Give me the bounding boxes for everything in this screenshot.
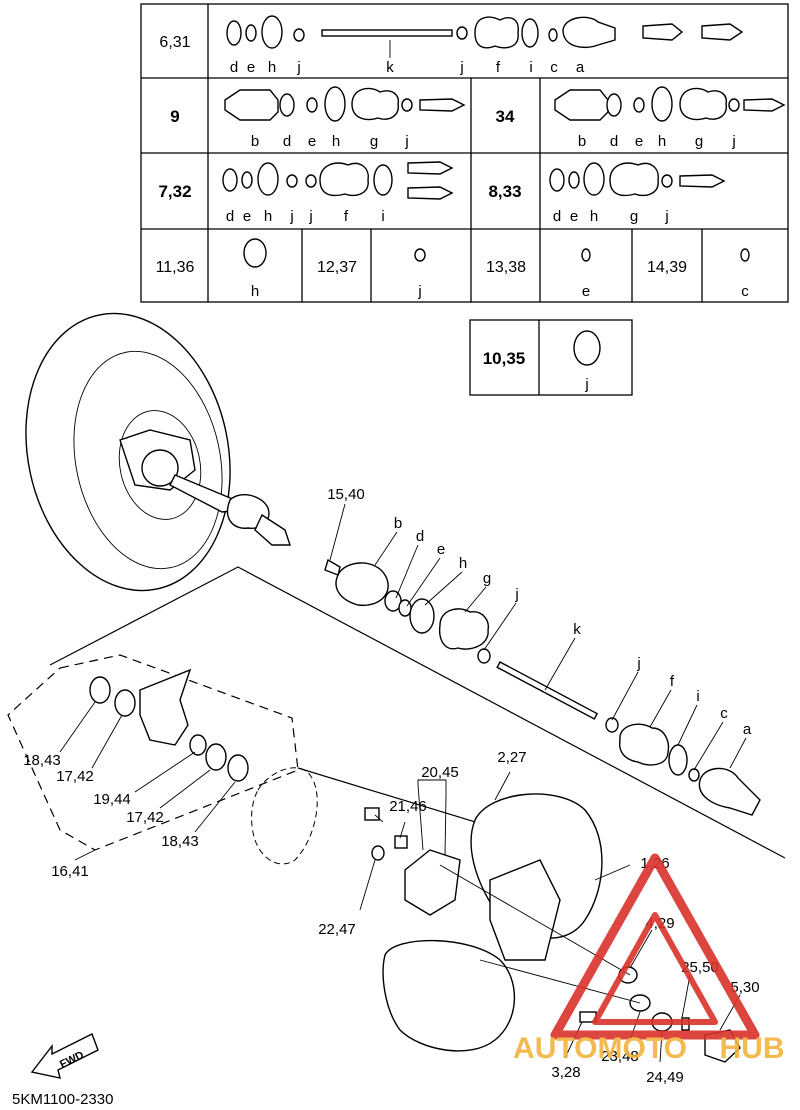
svg-text:d: d: [230, 59, 238, 76]
svg-text:d: d: [553, 208, 561, 225]
svg-text:g: g: [630, 208, 638, 225]
svg-text:j: j: [289, 208, 293, 225]
table-ref-9: 9: [170, 107, 179, 126]
callout-24-49: 24,49: [646, 1069, 684, 1086]
svg-text:h: h: [658, 133, 666, 150]
svg-text:j: j: [731, 133, 735, 150]
callout-22-47: 22,47: [318, 921, 356, 938]
svg-text:b: b: [578, 133, 586, 150]
callout-16-41: 16,41: [51, 863, 89, 880]
svg-text:h: h: [264, 208, 272, 225]
table-ref-6-31: 6,31: [159, 34, 190, 51]
callout-c: c: [720, 705, 728, 722]
callout-e: e: [437, 541, 445, 558]
svg-text:h: h: [590, 208, 598, 225]
svg-text:h: h: [268, 59, 276, 76]
callout-17-42a: 17,42: [56, 768, 94, 785]
callouts: 15,40 b d e h g j k j f i c a 18,43 17,4…: [23, 486, 759, 1086]
callout-19-44: 19,44: [93, 791, 131, 808]
svg-text:e: e: [582, 283, 590, 300]
callout-leaders: [59, 503, 747, 1063]
callout-18-43a: 18,43: [23, 752, 61, 769]
callout-f: f: [670, 673, 675, 690]
diagram-code: 5KM1100-2330: [12, 1091, 113, 1108]
svg-text:b: b: [251, 133, 259, 150]
watermark-text-left: AUTOMOTO: [513, 1032, 687, 1065]
svg-text:i: i: [529, 59, 532, 76]
callout-5-30: 5,30: [730, 979, 759, 996]
brake-disc-hub-wheel: [251, 767, 741, 1063]
callout-18-43b: 18,43: [161, 833, 199, 850]
table-ref-11-36: 11,36: [156, 259, 195, 276]
row1-letters: d e h j k j f i c a: [230, 59, 585, 76]
row1-parts: [226, 15, 744, 49]
callout-d: d: [416, 528, 424, 545]
callout-15-40: 15,40: [327, 486, 365, 503]
table-ref-12-37: 12,37: [317, 259, 357, 276]
svg-text:h: h: [251, 283, 259, 300]
svg-text:c: c: [550, 59, 558, 76]
table-ref-14-39: 14,39: [647, 259, 687, 276]
svg-text:j: j: [296, 59, 300, 76]
table-ref-7-32: 7,32: [158, 182, 191, 201]
table-ref-8-33: 8,33: [488, 182, 521, 201]
callout-23-48: 23,48: [601, 1048, 639, 1065]
watermark-text-right: HUB: [720, 1032, 785, 1065]
callout-h: h: [459, 555, 467, 572]
callout-3-28: 3,28: [551, 1064, 580, 1081]
callout-g: g: [483, 570, 491, 587]
callout-j2: j: [636, 655, 640, 672]
row3-parts: [222, 161, 726, 200]
svg-text:j: j: [664, 208, 668, 225]
svg-text:d: d: [610, 133, 618, 150]
row2-parts: [224, 86, 786, 122]
svg-text:g: g: [370, 133, 378, 150]
watermark-logo: AUTOMOTO HUB: [513, 853, 785, 1065]
callout-j1: j: [514, 586, 518, 603]
svg-text:j: j: [417, 283, 421, 300]
table-ref-34: 34: [496, 107, 515, 126]
callout-k: k: [573, 621, 581, 638]
callout-17-42b: 17,42: [126, 809, 164, 826]
svg-text:j: j: [404, 133, 408, 150]
callout-21-46: 21,46: [389, 798, 427, 815]
svg-text:c: c: [741, 283, 749, 300]
svg-text:e: e: [247, 59, 255, 76]
table-ref-13-38: 13,38: [486, 259, 526, 276]
svg-text:e: e: [243, 208, 251, 225]
drive-shaft-box: [49, 558, 786, 861]
svg-text:e: e: [308, 133, 316, 150]
callout-a: a: [743, 721, 752, 738]
svg-text:e: e: [570, 208, 578, 225]
svg-text:e: e: [635, 133, 643, 150]
row2-letters: b d e h g j b d e h g j: [251, 133, 736, 150]
callout-b: b: [394, 515, 402, 532]
svg-text:f: f: [344, 208, 349, 225]
svg-text:i: i: [381, 208, 384, 225]
left-wheel-assembly: [25, 312, 291, 592]
svg-text:f: f: [496, 59, 501, 76]
svg-text:h: h: [332, 133, 340, 150]
fwd-arrow: FWD: [30, 1033, 99, 1079]
svg-text:d: d: [283, 133, 291, 150]
svg-text:d: d: [226, 208, 234, 225]
parts-table: 6,31 d e h j k j f i c a: [140, 3, 789, 396]
callout-i: i: [696, 688, 699, 705]
table-ref-10-35: 10,35: [483, 349, 526, 368]
svg-text:j: j: [308, 208, 312, 225]
svg-text:k: k: [386, 59, 394, 76]
callout-2-27: 2,27: [497, 749, 526, 766]
svg-text:j: j: [459, 59, 463, 76]
svg-text:g: g: [695, 133, 703, 150]
svg-text:a: a: [576, 59, 585, 76]
callout-20-45: 20,45: [421, 764, 459, 781]
svg-text:j: j: [584, 376, 588, 393]
knuckle-assembly-box: [7, 654, 299, 851]
row3-letters: d e h j j f i d e h g j: [226, 208, 669, 225]
